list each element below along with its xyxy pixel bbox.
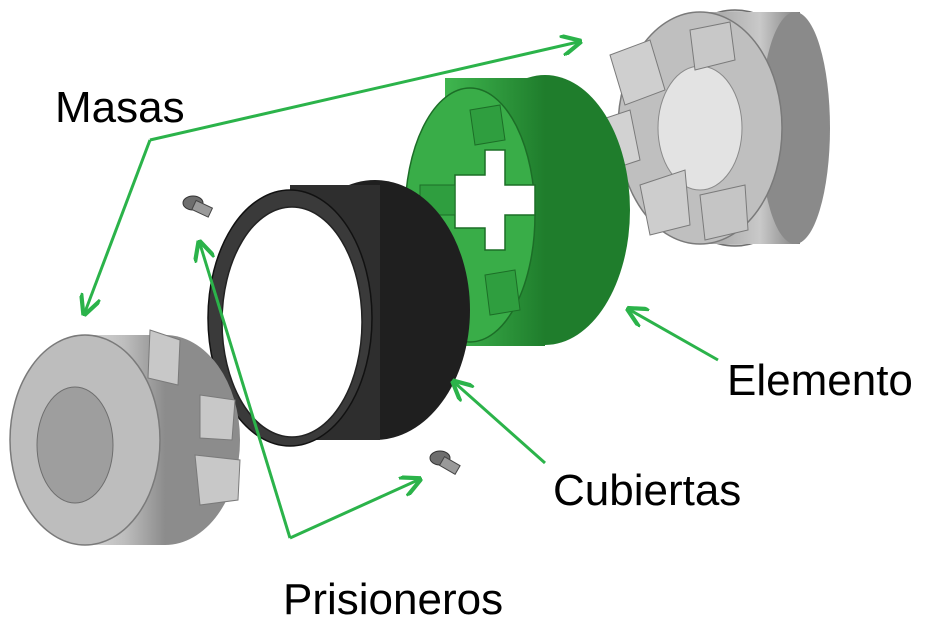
arrow-prisioneros-bottom <box>289 480 418 540</box>
arrow-masas-left <box>85 139 152 312</box>
label-prisioneros: Prisioneros <box>283 575 503 618</box>
hub-left-icon <box>9 329 241 546</box>
arrow-cubiertas <box>455 383 546 465</box>
arrows <box>85 42 719 540</box>
screw-top-icon <box>182 195 214 218</box>
black-cover-icon <box>207 180 470 447</box>
arrow-elemento <box>630 310 719 362</box>
hub-right-icon <box>584 9 830 247</box>
label-masas: Masas <box>55 83 185 132</box>
label-cubiertas: Cubiertas <box>553 466 741 515</box>
screw-bottom-icon <box>429 450 461 476</box>
arrow-prisioneros-top <box>200 244 292 539</box>
arrow-masas-right <box>149 42 578 142</box>
label-elemento: Elemento <box>727 356 913 405</box>
